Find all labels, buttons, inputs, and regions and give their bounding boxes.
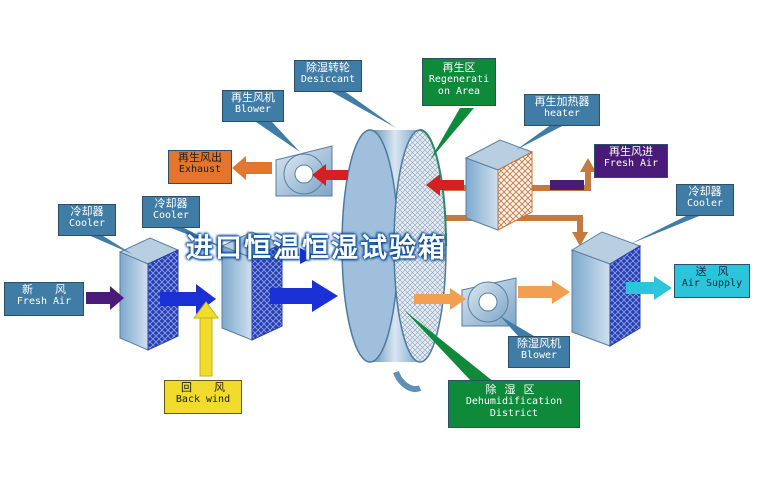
regen-heater-label-cn: 再生加热器 [534,95,590,108]
dehum-district-label-en2: District [489,408,539,420]
fresh-air-label: 新 风 Fresh Air [4,282,84,316]
regeneration-area-label-en1: Regenerati [428,74,490,86]
dehum-district-label-en1: Dehumidification [465,396,563,408]
cooler-left-label-en: Cooler [68,218,106,230]
red-arrow-heater [426,174,440,196]
regen-blower-label-cn: 再生风机 [231,91,275,104]
regen-heater-label: 再生加热器 heater [524,94,600,126]
cooler-mid-label-cn: 冷却器 [154,197,188,210]
blue-arrow-1 [196,284,216,314]
air-supply-label-cn: 送 风 [695,265,729,278]
back-wind-label: 回 风 Back wind [164,380,242,414]
dehum-blower-label-en: Blower [520,350,558,362]
dehum-district-label-cn: 除湿区 [485,383,543,396]
regeneration-area-label-cn: 再生区 [442,61,476,74]
regen-heater-unit [464,139,534,231]
back-wind-label-cn: 回 风 [181,381,225,394]
desiccant-label-en: Desiccant [300,74,356,86]
regeneration-area-label: 再生区 Regenerati on Area [422,58,496,106]
cooler-mid-label-en: Cooler [152,210,190,222]
callout-pointers [86,88,704,382]
back-wind-label-en: Back wind [175,394,231,406]
dehum-blower-unit [461,277,517,327]
supply-arrow [654,276,672,300]
blue-arrow-2 [312,280,338,312]
regen-heater-label-en: heater [543,108,581,120]
dehum-arrow-1 [450,288,466,310]
regen-exhaust-label: 再生风出 Exhaust [168,150,232,184]
airflow-arrows [86,156,672,377]
desiccant-label-cn: 除湿转轮 [306,61,350,74]
dehum-arrow-2 [552,280,570,304]
back-wind-arrow [193,301,219,319]
regen-in-arrowhead [580,158,596,172]
blue-arrow-3 [300,248,316,264]
air-supply-label: 送 风 Air Supply [674,264,750,298]
page-title: 进口恒温恒湿试验箱 [186,233,447,264]
regen-blower-label: 再生风机 Blower [222,90,284,122]
dehum-district-label: 除湿区 Dehumidification District [448,380,580,428]
regeneration-area-label-en2: on Area [437,86,481,98]
rotation-arrow [393,370,422,392]
regen-exhaust-label-cn: 再生风出 [178,151,222,164]
regen-blower-label-en: Blower [234,104,272,116]
cooler-right-label-cn: 冷却器 [688,185,722,198]
cooler-mid-unit [220,231,284,341]
exhaust-arrow [232,156,246,180]
fresh-air-arrow [110,286,124,310]
cooler-right-label-en: Cooler [686,198,724,210]
red-arrow-blower [312,164,326,186]
regen-exhaust-label-en: Exhaust [178,164,222,176]
cooler-left-label: 冷却器 Cooler [58,204,116,236]
regen-fresh-air-label-cn: 再生风进 [609,145,653,158]
regen-fresh-air-label-en: Fresh Air [603,158,659,170]
desiccant-label: 除湿转轮 Desiccant [294,60,362,92]
dehum-blower-label: 除湿风机 Blower [508,336,570,368]
cooler-right-unit [570,231,642,347]
regen-blower-unit [275,145,333,197]
fresh-air-label-cn: 新 风 [22,283,66,296]
fresh-air-label-en: Fresh Air [16,296,72,308]
cooler-left-label-cn: 冷却器 [70,205,104,218]
regen-fresh-air-label: 再生风进 Fresh Air [594,144,668,178]
cooler-mid-label: 冷却器 Cooler [142,196,200,228]
cooler-right-label: 冷却器 Cooler [676,184,734,216]
dehum-blower-label-cn: 除湿风机 [517,337,561,350]
air-supply-label-en: Air Supply [681,278,743,290]
regen-duct-arrowhead [572,232,588,246]
